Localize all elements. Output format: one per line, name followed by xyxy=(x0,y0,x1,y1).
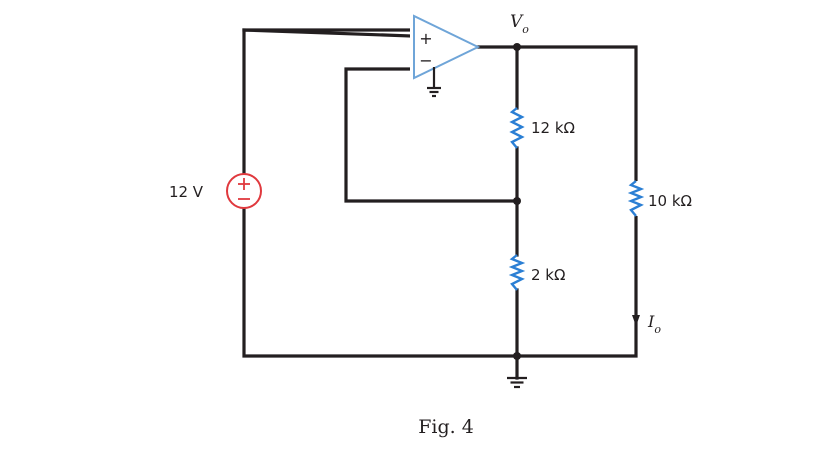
voltage-source: 12 V xyxy=(169,173,262,209)
wire-plus-input xyxy=(242,28,519,358)
wire-feedback xyxy=(344,67,519,203)
node-output xyxy=(513,43,521,51)
opamp-minus-sign: − xyxy=(419,51,432,70)
resistor-10k-label: 10 kΩ xyxy=(648,192,692,210)
wires xyxy=(242,28,638,380)
resistor-10k-icon xyxy=(627,180,645,217)
opamp-plus-sign: + xyxy=(419,29,432,48)
current-label: Io xyxy=(647,312,661,336)
ground-icon xyxy=(507,376,527,389)
resistor-12k-icon xyxy=(509,107,525,149)
figure-caption: Fig. 4 xyxy=(418,416,474,438)
current-arrow-icon xyxy=(632,315,640,326)
voltage-source-icon xyxy=(226,173,262,209)
node-mid xyxy=(513,197,521,205)
node-bottom xyxy=(513,352,521,360)
source-label: 12 V xyxy=(169,183,204,201)
resistor-2k-label: 2 kΩ xyxy=(531,266,565,284)
opamp-triangle-icon xyxy=(413,14,481,80)
output-voltage-label: Vo xyxy=(510,12,529,36)
opamp: + − xyxy=(410,14,481,98)
resistor-2k-icon xyxy=(508,254,526,291)
resistor-12k-label: 12 kΩ xyxy=(531,119,575,137)
